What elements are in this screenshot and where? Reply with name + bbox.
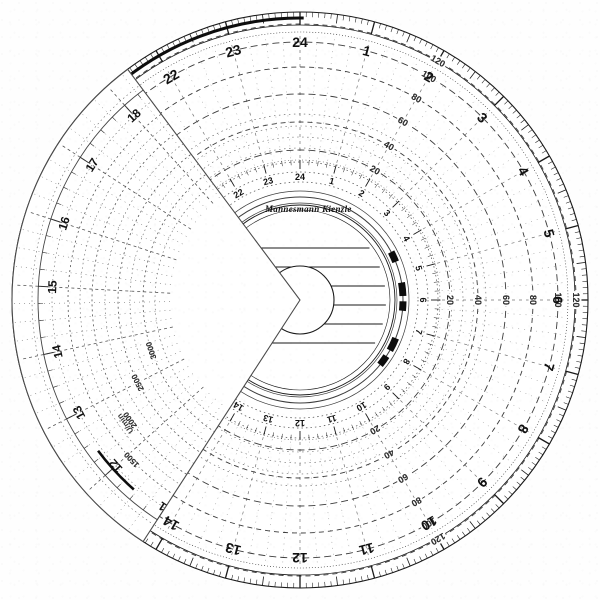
overlay-hour-label: 13: [70, 403, 89, 422]
inner-hour-label: 5: [413, 264, 424, 271]
inner-hour-label: 1: [328, 176, 335, 187]
overlay-rpm-chart: 1112131415161718150015002000200025002500…: [11, 68, 301, 543]
distance-ring: [181, 181, 419, 419]
speed-ring: [41, 41, 559, 559]
inner-hour-label: 4: [401, 234, 412, 243]
overlay-hour-label: 15: [45, 280, 60, 294]
hour-label: 6: [550, 296, 566, 304]
hour-label: 11: [357, 540, 376, 559]
speed-ring-label: 80: [410, 91, 424, 105]
speed-ring-label: 120: [571, 292, 581, 307]
speed-ring-label: 60: [396, 472, 410, 486]
inner-hour-label: 9: [382, 382, 393, 393]
hour-label: 10: [418, 513, 440, 535]
speed-ring-label: 60: [396, 115, 410, 129]
rpm-ring: [117, 146, 212, 460]
overlay-sector-outline: [11, 68, 301, 543]
inner-hour-label: 22: [232, 187, 246, 201]
activity-trace-segment: [388, 250, 399, 264]
speed-ring-label: 100: [553, 292, 563, 307]
overlay-hour-label: 16: [55, 215, 73, 232]
inner-hour-label: 11: [326, 413, 338, 425]
speed-ring-label: 80: [528, 295, 538, 305]
rpm-ring: [67, 104, 188, 504]
speed-ring-label: 80: [528, 295, 538, 305]
speed-ring-label: 20: [368, 163, 382, 177]
speed-ring-label: 40: [473, 295, 483, 305]
inner-hour-label: 23: [262, 175, 274, 187]
inner-hour-label: 13: [262, 413, 274, 425]
overlay-hour-label: 14: [49, 343, 66, 359]
hour-label: 24: [292, 34, 308, 50]
speed-ring-label: 40: [473, 295, 483, 305]
speed-ring-label: 20: [445, 295, 455, 305]
speed-ring-label: 40: [382, 447, 396, 461]
hour-label: 7: [540, 361, 558, 373]
hour-label: 1: [361, 42, 373, 60]
speed-ring-label: 20: [368, 423, 382, 437]
inner-hour-label: 12: [295, 418, 305, 428]
brand-label: Mannesmann Kienzle: [264, 204, 352, 214]
rpm-trace: [97, 450, 135, 491]
inner-hour-label: 2: [357, 188, 366, 199]
activity-trace-segment: [377, 354, 390, 368]
speed-ring-label: 40: [382, 139, 396, 153]
inner-hour-label: 24: [295, 172, 305, 182]
rpm-ring: [91, 124, 200, 483]
speed-ring-label: 20: [445, 295, 455, 305]
hour-label: 5: [540, 227, 558, 239]
speed-ring-label: 80: [410, 495, 424, 509]
speed-ring-label: 120: [571, 292, 581, 307]
speed-ring-label: 100: [553, 292, 563, 307]
rpm-ring: [142, 167, 225, 438]
hour-label: 22: [160, 66, 182, 88]
inner-hour-label: 3: [382, 208, 393, 219]
speed-ring-label: 60: [501, 295, 511, 305]
inner-hour-label: 10: [355, 400, 369, 414]
inner-hour-label: 14: [232, 400, 246, 414]
activity-trace-segment: [398, 281, 407, 297]
hour-label: 12: [292, 550, 308, 566]
hour-label: 23: [224, 41, 243, 61]
speed-ring-label: 60: [501, 295, 511, 305]
inner-hour-label: 6: [418, 297, 428, 302]
hour-label: 14: [160, 513, 182, 535]
activity-trace-segment: [386, 336, 399, 353]
hour-label: 13: [223, 539, 242, 559]
inner-hour-label: 8: [401, 357, 412, 366]
inner-hour-label: 7: [413, 328, 424, 335]
activity-trace-segment: [398, 301, 407, 312]
